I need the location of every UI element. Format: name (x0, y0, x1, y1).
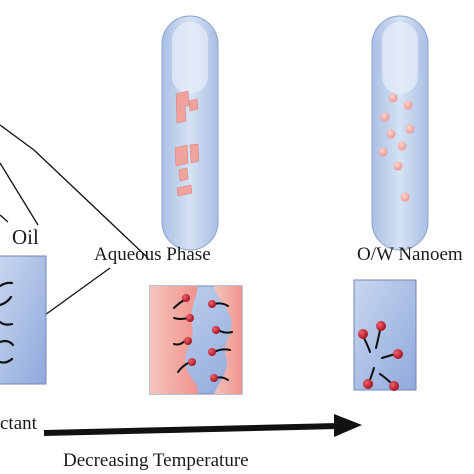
label-aqueous-phase: Aqueous Phase (94, 244, 211, 265)
test-tube-nanoemulsion (371, 15, 429, 251)
droplet (386, 129, 396, 139)
droplet (400, 192, 410, 202)
box-nanoemulsion (353, 279, 417, 391)
droplet (378, 147, 388, 157)
leader-line (0, 124, 35, 151)
leader-line (0, 162, 39, 226)
droplet (380, 112, 390, 122)
label-nanoemulsion: O/W Nanoem (357, 244, 463, 265)
emulsion-droplets (378, 93, 415, 202)
droplet (393, 161, 403, 171)
temperature-arrow (43, 414, 362, 437)
test-tube-bicontinuous (161, 15, 219, 251)
label-oil: Oil (12, 225, 39, 249)
droplet (405, 124, 415, 134)
leader-line (0, 214, 9, 223)
droplet (397, 141, 407, 151)
leader-line (33, 149, 149, 259)
oil-fragments (174, 90, 200, 197)
box-bicontinuous (149, 285, 243, 395)
droplet (403, 100, 413, 110)
droplet (388, 93, 398, 103)
leader-lines (0, 124, 149, 321)
label-surfactant: ctant (0, 413, 37, 434)
label-decreasing-temperature: Decreasing Temperature (63, 450, 249, 471)
leader-line (37, 267, 111, 321)
box-initial (0, 255, 47, 385)
arrow-head (334, 414, 362, 437)
